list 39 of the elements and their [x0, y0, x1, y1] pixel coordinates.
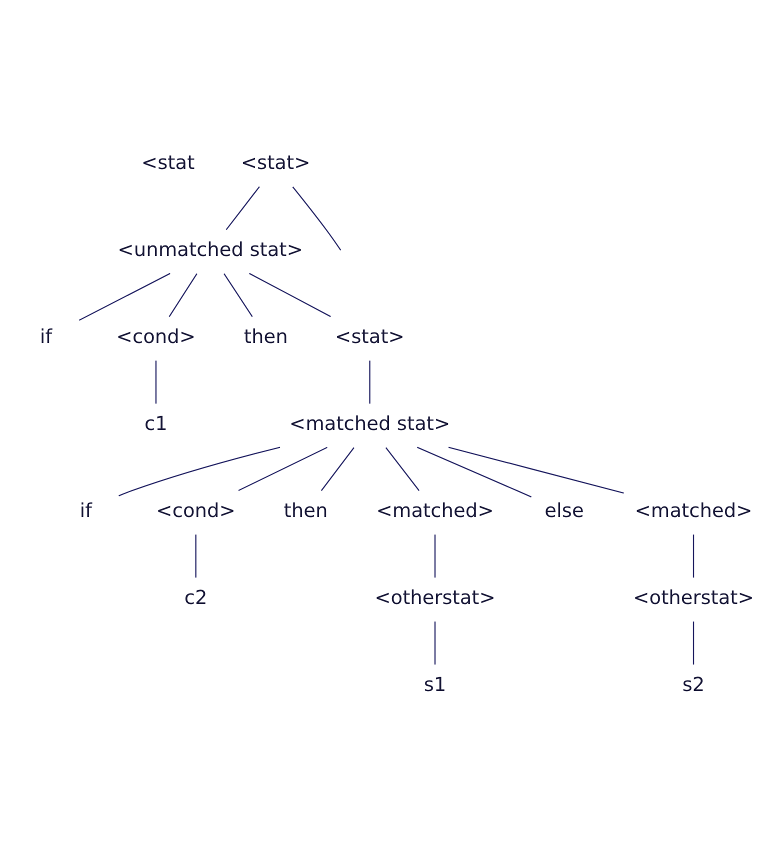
node-text: if — [80, 498, 92, 522]
label: <stat — [141, 150, 195, 174]
connector — [369, 360, 370, 404]
node-text: s1 — [424, 672, 446, 696]
node-text: <unmatched stat> — [118, 238, 303, 261]
connector — [168, 272, 198, 316]
node-text: <cond> — [116, 324, 196, 348]
connector — [448, 446, 624, 494]
connector — [320, 446, 354, 490]
node-text: <otherstat> — [633, 586, 754, 609]
node-text: s2 — [682, 672, 705, 696]
connector — [226, 186, 260, 230]
connector — [155, 360, 157, 404]
node-text: <matched stat> — [289, 412, 450, 435]
connector — [417, 446, 532, 497]
node-text: <stat> — [335, 324, 404, 348]
connector — [692, 534, 694, 578]
node-text: <otherstat> — [374, 586, 496, 609]
connector — [434, 534, 436, 578]
connector — [238, 446, 328, 491]
connector — [118, 446, 280, 496]
connector — [385, 446, 420, 490]
node-text: c1 — [144, 412, 168, 435]
node-text: if — [40, 324, 52, 348]
node-text: c2 — [184, 586, 208, 609]
connector — [195, 534, 196, 578]
node-text: then — [244, 324, 288, 348]
node-text: <matched> — [634, 498, 752, 522]
connector — [78, 272, 170, 320]
connector — [224, 272, 253, 316]
connector — [434, 621, 436, 664]
node-text: else — [544, 498, 584, 522]
node-text: <cond> — [156, 498, 236, 522]
connector — [692, 621, 694, 664]
connector — [249, 272, 331, 317]
node-text: then — [284, 498, 328, 522]
node-text: <stat> — [240, 150, 310, 174]
node-text: <matched> — [376, 498, 494, 522]
connector — [292, 186, 342, 250]
